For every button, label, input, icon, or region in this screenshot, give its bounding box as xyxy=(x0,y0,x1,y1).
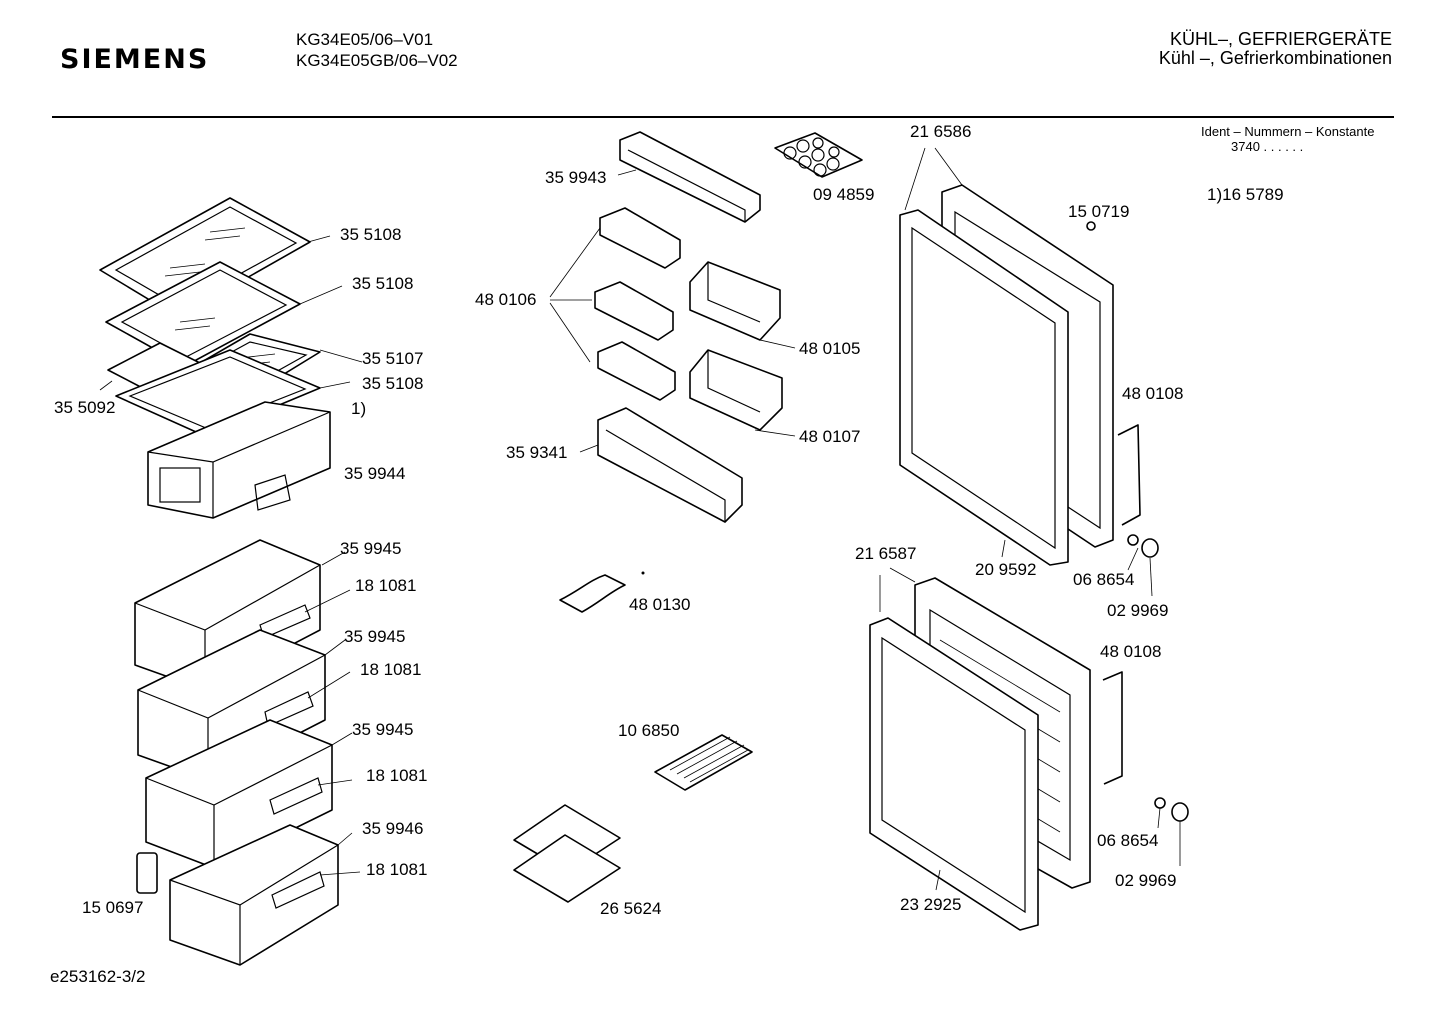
part-label-ice-tray: 10 6850 xyxy=(618,721,680,740)
cold-packs xyxy=(513,804,621,903)
part-label-clip: 15 0697 xyxy=(82,898,144,917)
door-bin-small-1 xyxy=(599,207,681,269)
part-label-shelf-4: 35 5108 xyxy=(362,374,424,393)
part-label-drawer-4: 35 9946 xyxy=(362,819,424,838)
part-label-freezer-door: 21 6587 xyxy=(855,544,917,563)
handle-upper xyxy=(1117,424,1141,526)
part-label-door-gasket-upper: 20 9592 xyxy=(975,560,1037,579)
part-label-drawer-2: 35 9945 xyxy=(344,627,406,646)
hinge-screw-upper xyxy=(1127,534,1139,546)
part-label-shelf-top: 35 5108 xyxy=(340,225,402,244)
part-label-drawer-4-handle: 18 1081 xyxy=(366,860,428,879)
part-label-shelf-2: 35 5108 xyxy=(352,274,414,293)
fridge-door-gasket xyxy=(899,209,1069,566)
part-label-cap-upper: 02 9969 xyxy=(1107,601,1169,620)
clip-part xyxy=(136,852,158,894)
egg-tray xyxy=(774,132,863,178)
part-label-fridge-door: 21 6586 xyxy=(910,122,972,141)
part-label-crisper: 35 9944 xyxy=(344,464,406,483)
part-label-drawer-3: 35 9945 xyxy=(352,720,414,739)
part-label-flap: 48 0130 xyxy=(629,595,691,614)
part-label-door-bins-small: 48 0106 xyxy=(475,290,537,309)
model-number-2: KG34E05GB/06–V02 xyxy=(296,51,458,70)
part-label-door-shelf-large: 35 9341 xyxy=(506,443,568,462)
part-label-shelf-left: 35 5092 xyxy=(54,398,116,417)
footnote-ident: 1)16 5789 xyxy=(1207,185,1284,204)
part-label-cap-top: 15 0719 xyxy=(1068,202,1130,221)
part-label-door-gasket-lower: 23 2925 xyxy=(900,895,962,914)
part-label-door-bins-b: 48 0107 xyxy=(799,427,861,446)
door-bin-small-3 xyxy=(597,341,676,401)
part-label-footnote-marker: 1) xyxy=(351,399,367,418)
drawing-id: e253162-3/2 xyxy=(50,967,146,986)
model-number-1: KG34E05/06–V01 xyxy=(296,30,434,49)
cap-top xyxy=(1086,221,1096,231)
flap-part xyxy=(559,571,645,613)
ident-value: 3740 . . . . . . xyxy=(1231,139,1304,154)
category-subtitle: Kühl –, Gefrierkombinationen xyxy=(1158,48,1392,68)
part-label-door-bins-a: 48 0105 xyxy=(799,339,861,358)
bottle-shelf xyxy=(619,131,761,223)
drawer-4 xyxy=(169,824,339,966)
part-label-hinge-screw-upper: 06 8654 xyxy=(1073,570,1135,589)
door-shelf-large xyxy=(597,407,743,523)
hinge-screw-lower xyxy=(1154,797,1166,809)
part-label-drawer-1-handle: 18 1081 xyxy=(355,576,417,595)
part-label-handle-lower: 48 0108 xyxy=(1100,642,1162,661)
door-bin-pair-a xyxy=(689,261,781,341)
brand-logo: SIEMENS xyxy=(60,44,210,75)
part-label-cold-packs: 26 5624 xyxy=(600,899,662,918)
cap-upper xyxy=(1141,538,1159,558)
part-label-cap-lower: 02 9969 xyxy=(1115,871,1177,890)
category-title: KÜHL–, GEFRIERGERÄTE xyxy=(1169,29,1392,49)
freezer-door-gasket xyxy=(869,617,1039,931)
part-label-hinge-screw-lower: 06 8654 xyxy=(1097,831,1159,850)
door-bin-pair-b xyxy=(689,349,783,431)
handle-lower xyxy=(1102,671,1123,785)
part-label-shelf-3: 35 5107 xyxy=(362,349,424,368)
door-bin-small-2 xyxy=(594,281,674,341)
part-label-handle-upper: 48 0108 xyxy=(1122,384,1184,403)
ident-title: Ident – Nummern – Konstante xyxy=(1201,124,1375,139)
cap-lower xyxy=(1171,802,1189,822)
part-label-bottle-shelf: 35 9943 xyxy=(545,168,607,187)
part-label-drawer-3-handle: 18 1081 xyxy=(366,766,428,785)
ice-tray xyxy=(654,734,753,791)
part-label-drawer-2-handle: 18 1081 xyxy=(360,660,422,679)
part-label-egg-tray: 09 4859 xyxy=(813,185,875,204)
crisper-box xyxy=(147,401,331,519)
header-divider xyxy=(52,116,1394,118)
part-label-drawer-1: 35 9945 xyxy=(340,539,402,558)
